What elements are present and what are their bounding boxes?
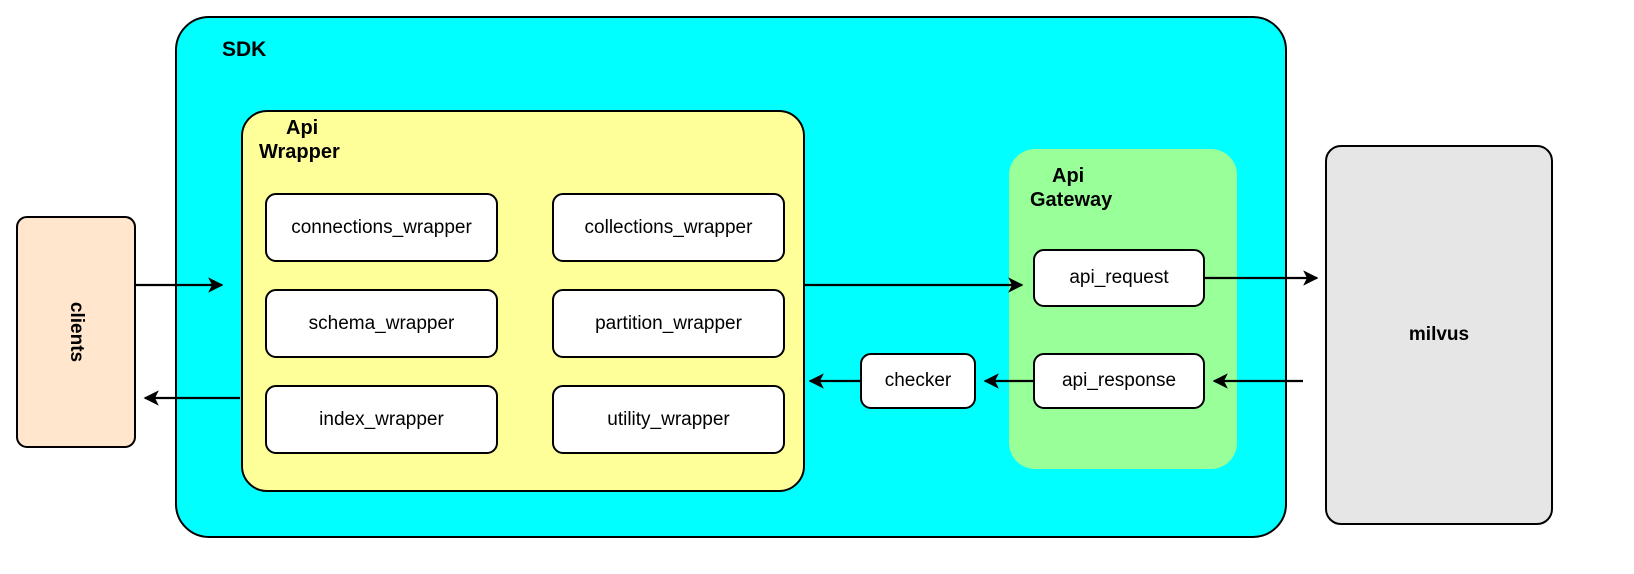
- api-request-node[interactable]: api_request: [1033, 249, 1205, 307]
- api-wrapper-label-line1: Api: [286, 117, 319, 139]
- api-response-node[interactable]: api_response: [1033, 353, 1205, 409]
- clients-node[interactable]: [16, 216, 136, 448]
- api-gateway-container[interactable]: [1009, 149, 1237, 469]
- api-gateway-label-line1: Api: [1052, 165, 1085, 187]
- partition-wrapper-node[interactable]: partition_wrapper: [552, 289, 785, 358]
- checker-node[interactable]: checker: [860, 353, 976, 409]
- api-wrapper-label-line2: Wrapper: [259, 141, 340, 163]
- utility-wrapper-node[interactable]: utility_wrapper: [552, 385, 785, 454]
- schema-wrapper-node[interactable]: schema_wrapper: [265, 289, 498, 358]
- api-gateway-label-line2: Gateway: [1030, 189, 1113, 211]
- collections-wrapper-node[interactable]: collections_wrapper: [552, 193, 785, 262]
- index-wrapper-node[interactable]: index_wrapper: [265, 385, 498, 454]
- sdk-label: SDK: [222, 38, 267, 61]
- api-gateway-label: Api Gateway: [1030, 164, 1220, 212]
- milvus-node[interactable]: [1325, 145, 1553, 525]
- connections-wrapper-node[interactable]: connections_wrapper: [265, 193, 498, 262]
- api-wrapper-label: Api Wrapper: [259, 116, 439, 164]
